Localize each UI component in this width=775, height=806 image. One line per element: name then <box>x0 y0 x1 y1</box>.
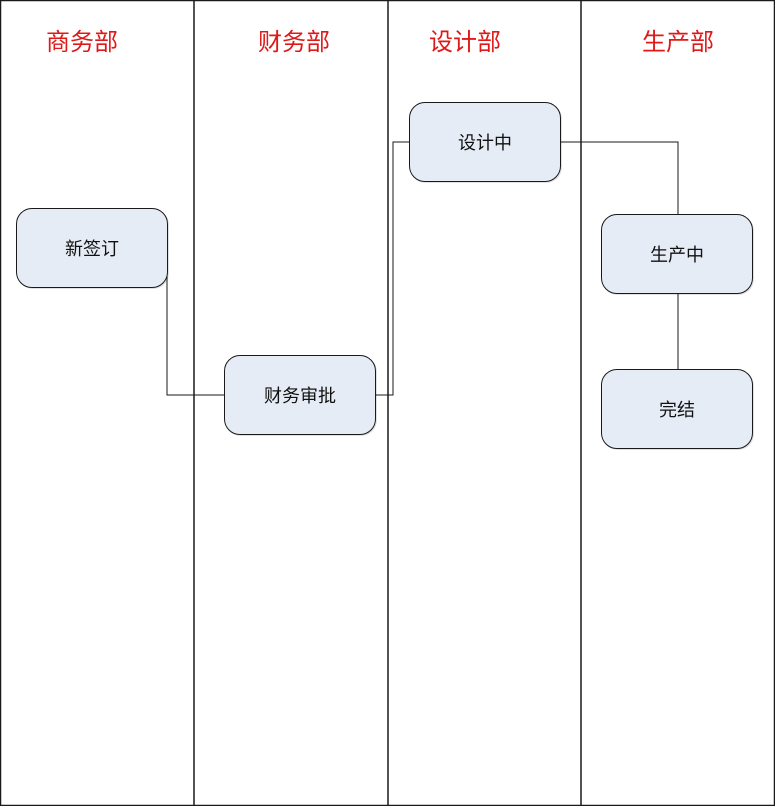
connector-designing-to-producing <box>560 141 679 214</box>
lane-title-finance: 财务部 <box>258 28 330 56</box>
node-new-signed[interactable]: 新签订 <box>16 208 168 288</box>
lane-title-business: 商务部 <box>46 28 118 56</box>
node-designing[interactable]: 设计中 <box>409 102 561 182</box>
node-completed[interactable]: 完结 <box>601 369 753 449</box>
lane-title-design: 设计部 <box>429 28 501 56</box>
connector-finance-approval-to-designing <box>375 141 410 396</box>
node-finance-approval[interactable]: 财务审批 <box>224 355 376 435</box>
lane-title-production: 生产部 <box>642 28 714 56</box>
node-producing[interactable]: 生产中 <box>601 214 753 294</box>
connector-new-signed-to-finance-approval <box>166 235 225 396</box>
